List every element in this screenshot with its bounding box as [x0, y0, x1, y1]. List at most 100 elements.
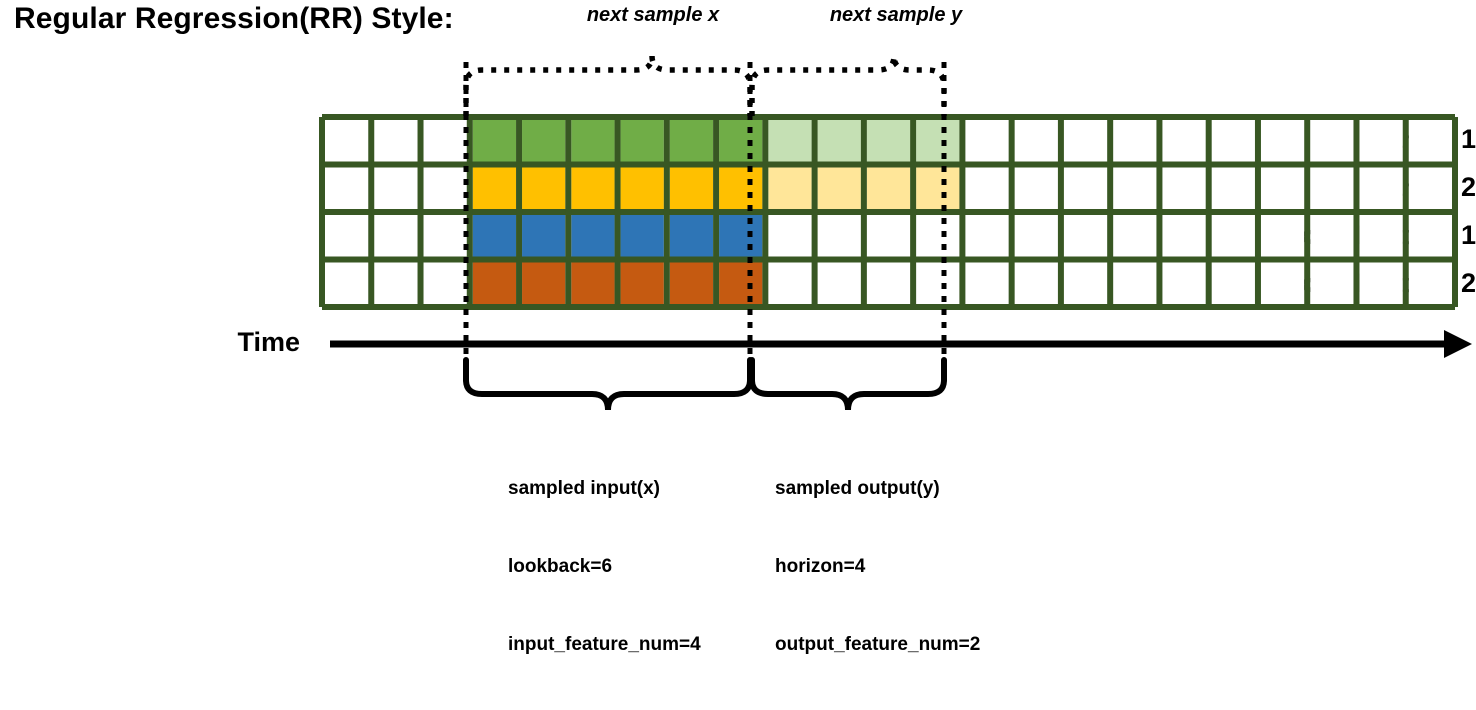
- grid-cell-extra-feature-1-0: [325, 215, 369, 257]
- grid-cell-extra-feature-1-8: [719, 215, 763, 257]
- grid-cell-target-1-20: [1310, 120, 1354, 162]
- grid-cell-target-2-21: [1359, 167, 1403, 209]
- grid-cell-extra-feature-2-21: [1359, 262, 1403, 304]
- grid-cell-extra-feature-1-10: [817, 215, 861, 257]
- grid-cell-target-1-19: [1260, 120, 1305, 162]
- time-axis: [330, 330, 1472, 358]
- grid-cell-target-2-18: [1211, 167, 1255, 209]
- grid-cell-extra-feature-2-7: [669, 262, 714, 304]
- grid-cell-target-2-15: [1063, 167, 1108, 209]
- time-axis-label: Time: [237, 327, 300, 357]
- grid-cell-extra-feature-1-21: [1359, 215, 1403, 257]
- grid-cell-extra-feature-2-0: [325, 262, 369, 304]
- grid-cell-extra-feature-1-17: [1162, 215, 1206, 257]
- sampled-input-line-1: sampled input(x): [508, 478, 661, 499]
- grid-cell-extra-feature-2-4: [522, 262, 566, 304]
- grid-cell-extra-feature-1-20: [1310, 215, 1354, 257]
- grid-lines: [319, 114, 1458, 310]
- sampled-output-line-3: output_feature_num=2: [775, 634, 981, 655]
- grid-cell-target-2-0: [325, 167, 369, 209]
- grid-cell-extra-feature-2-6: [620, 262, 664, 304]
- grid-cell-target-1-14: [1014, 120, 1058, 162]
- grid-cell-target-2-13: [965, 167, 1009, 209]
- grid-cell-target-2-8: [719, 167, 763, 209]
- grid-cell-extra-feature-2-12: [916, 262, 960, 304]
- grid-cell-target-2-6: [620, 167, 664, 209]
- grid-cell-target-2-7: [669, 167, 714, 209]
- grid-cell-target-2-10: [817, 167, 861, 209]
- next-sample-y-label: next sample y: [829, 4, 963, 26]
- grid-cell-extra-feature-2-13: [965, 262, 1009, 304]
- grid-cell-extra-feature-1-7: [669, 215, 714, 257]
- top-brace-next-sample-y: [749, 55, 947, 116]
- grid-cell-extra-feature-2-15: [1063, 262, 1108, 304]
- grid-cell-extra-feature-1-3: [472, 215, 517, 257]
- grid-cell-extra-feature-2-19: [1260, 262, 1305, 304]
- grid-cell-extra-feature-2-18: [1211, 262, 1255, 304]
- grid-cell-target-2-20: [1310, 167, 1354, 209]
- sampled-input-line-2: lookback=6: [508, 556, 613, 577]
- grid-cell-extra-feature-1-2: [423, 215, 467, 257]
- grid-cell-extra-feature-1-4: [522, 215, 566, 257]
- grid-cell-target-1-4: [522, 120, 566, 162]
- top-brace-next-sample-x: [463, 55, 753, 116]
- grid-cell-target-1-18: [1211, 120, 1255, 162]
- grid-cell-extra-feature-1-12: [916, 215, 960, 257]
- grid-cell-extra-feature-2-9: [768, 262, 812, 304]
- grid-cell-extra-feature-2-22: [1408, 262, 1452, 304]
- grid-cell-target-1-11: [866, 120, 911, 162]
- grid-cell-target-1-5: [571, 120, 615, 162]
- grid-cell-extra-feature-1-11: [866, 215, 911, 257]
- grid-cell-target-2-9: [768, 167, 812, 209]
- grid-cell-target-1-1: [374, 120, 418, 162]
- grid-cell-target-1-8: [719, 120, 763, 162]
- grid-cell-target-2-4: [522, 167, 566, 209]
- grid-cell-extra-feature-2-8: [719, 262, 763, 304]
- grid-cell-target-1-15: [1063, 120, 1108, 162]
- grid-cell-target-2-22: [1408, 167, 1452, 209]
- grid-cell-extra-feature-2-3: [472, 262, 517, 304]
- grid-cell-extra-feature-2-5: [571, 262, 615, 304]
- grid-cell-extra-feature-2-1: [374, 262, 418, 304]
- grid-cell-target-2-3: [472, 167, 517, 209]
- grid-cell-extra-feature-2-16: [1113, 262, 1157, 304]
- grid-cell-extra-feature-1-19: [1260, 215, 1305, 257]
- grid-cell-extra-feature-1-1: [374, 215, 418, 257]
- grid-cell-extra-feature-2-2: [423, 262, 467, 304]
- time-axis-arrow: [1444, 330, 1472, 358]
- grid-cell-extra-feature-1-15: [1063, 215, 1108, 257]
- grid-cell-target-2-5: [571, 167, 615, 209]
- grid-cell-target-1-7: [669, 120, 714, 162]
- grid-cell-target-1-16: [1113, 120, 1157, 162]
- grid-cell-target-1-17: [1162, 120, 1206, 162]
- bottom-brace-sampled-input: [463, 357, 753, 411]
- grid-cell-target-1-13: [965, 120, 1009, 162]
- sampled-input-line-3: input_feature_num=4: [508, 634, 701, 655]
- next-sample-x-label: next sample x: [586, 4, 720, 26]
- grid-cell-target-1-6: [620, 120, 664, 162]
- grid-cell-extra-feature-1-5: [571, 215, 615, 257]
- grid-cell-extra-feature-1-13: [965, 215, 1009, 257]
- grid-cell-extra-feature-2-17: [1162, 262, 1206, 304]
- grid-cell-extra-feature-1-18: [1211, 215, 1255, 257]
- grid-cell-target-1-3: [472, 120, 517, 162]
- grid-cell-target-2-19: [1260, 167, 1305, 209]
- grid-cell-target-2-12: [916, 167, 960, 209]
- grid-cell-extra-feature-1-9: [768, 215, 812, 257]
- grid-cell-target-1-12: [916, 120, 960, 162]
- grid-cell-extra-feature-1-14: [1014, 215, 1058, 257]
- grid-cell-target-2-1: [374, 167, 418, 209]
- grid-cell-target-1-0: [325, 120, 369, 162]
- grid-cell-target-1-21: [1359, 120, 1403, 162]
- grid-cell-target-2-16: [1113, 167, 1157, 209]
- page-title: Regular Regression(RR) Style:: [14, 2, 454, 35]
- sampled-output-line-2: horizon=4: [775, 556, 866, 577]
- grid-cell-extra-feature-2-20: [1310, 262, 1354, 304]
- grid-cell-extra-feature-1-22: [1408, 215, 1452, 257]
- grid-cell-extra-feature-2-11: [866, 262, 911, 304]
- sampled-output-line-1: sampled output(y): [775, 478, 940, 499]
- grid-cell-extra-feature-1-6: [620, 215, 664, 257]
- grid-cell-target-2-14: [1014, 167, 1058, 209]
- grid-cell-extra-feature-1-16: [1113, 215, 1157, 257]
- grid-cell-target-1-22: [1408, 120, 1452, 162]
